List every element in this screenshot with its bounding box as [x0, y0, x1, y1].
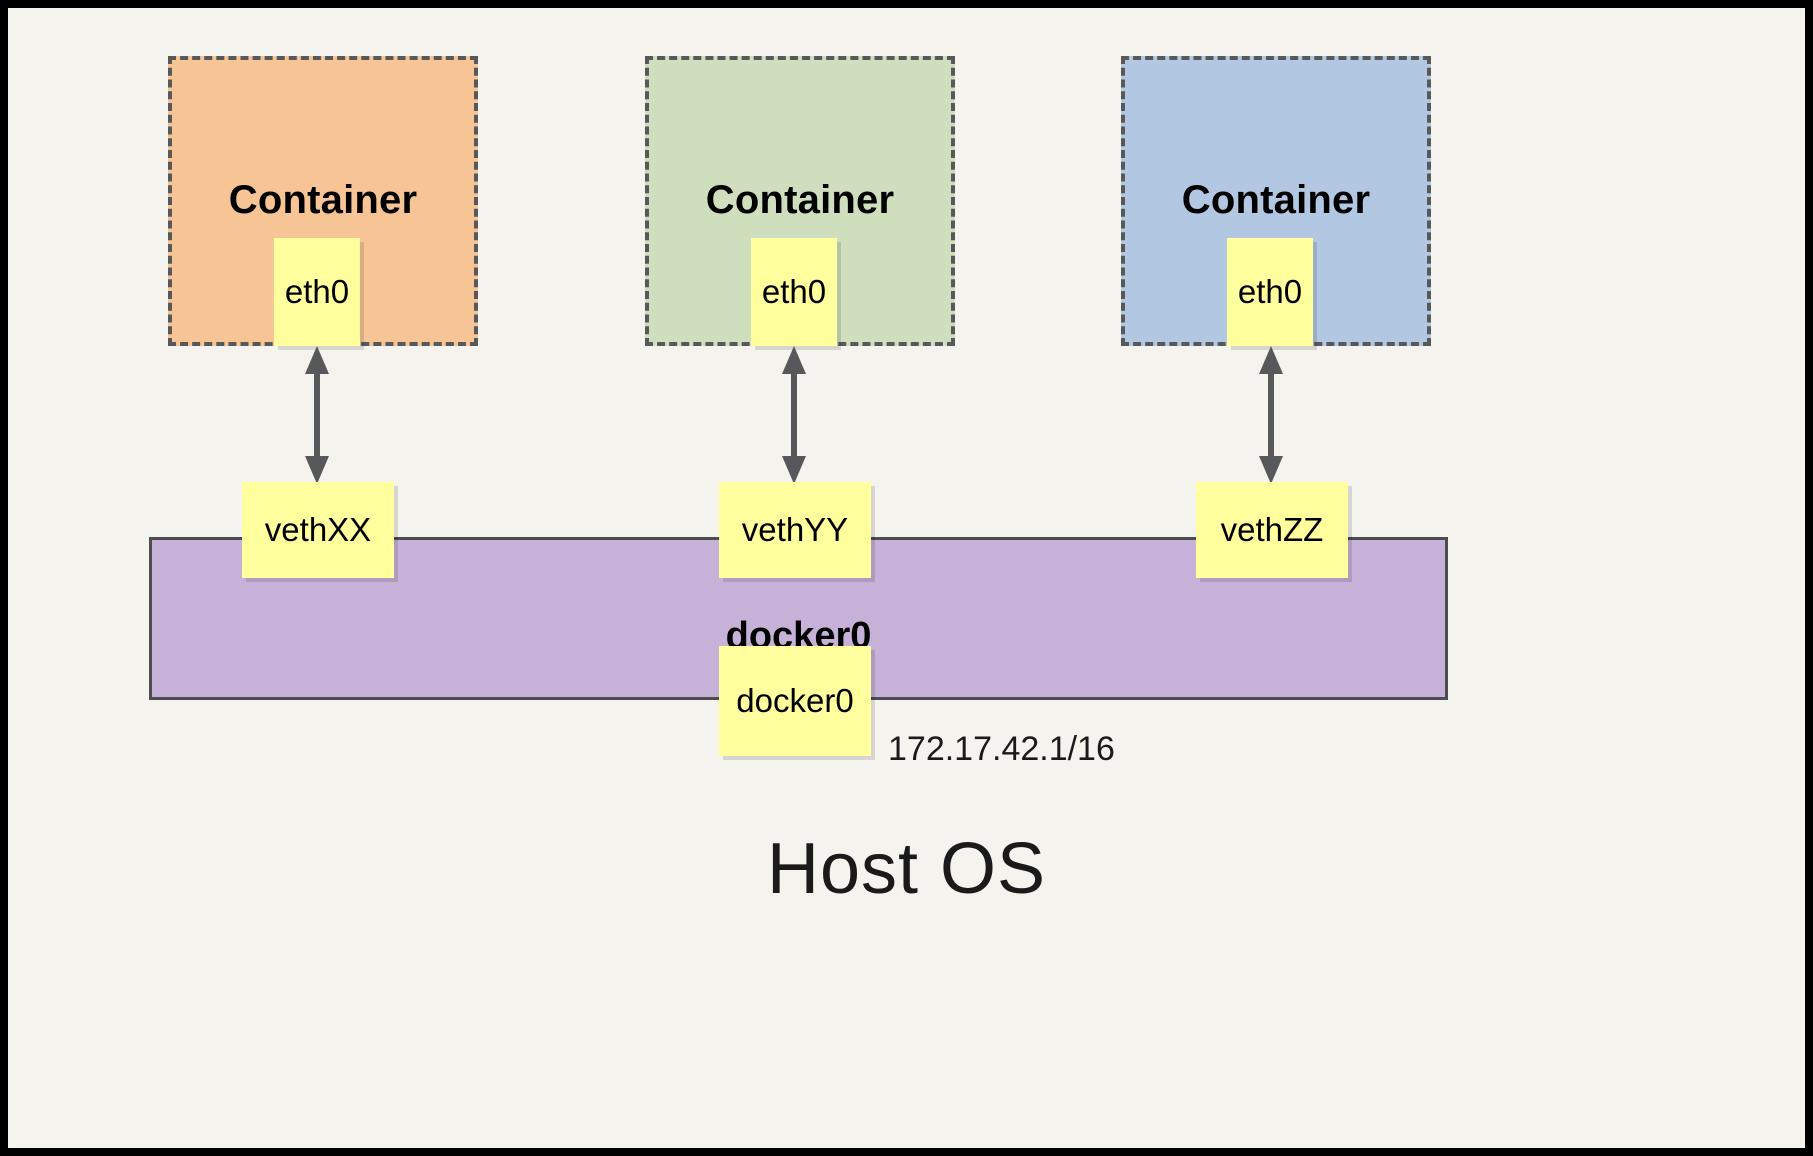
eth0-note-3: eth0 — [1227, 238, 1313, 346]
eth0-note-1: eth0 — [274, 238, 360, 346]
host-os-title: Host OS — [766, 829, 1047, 909]
veth-note-zz: vethZZ — [1196, 482, 1348, 578]
container-title-3: Container — [1181, 178, 1371, 222]
veth-note-xx: vethXX — [242, 482, 394, 578]
veth-note-zz-label: vethZZ — [1220, 511, 1324, 548]
container-title-1: Container — [228, 178, 418, 222]
veth-note-xx-label: vethXX — [264, 511, 372, 548]
eth0-note-label-3: eth0 — [1237, 273, 1303, 310]
docker0-interface-note: docker0 — [719, 646, 871, 756]
diagram-stage: Container eth0 Container eth0 Container … — [8, 8, 1805, 1148]
docker0-ip-label: 172.17.42.1/16 — [888, 730, 1115, 768]
container-title-2: Container — [705, 178, 895, 222]
veth-arrow-2 — [782, 346, 806, 484]
veth-note-yy-label: vethYY — [741, 511, 849, 548]
eth0-note-label-1: eth0 — [284, 273, 350, 310]
veth-arrow-3 — [1259, 346, 1283, 484]
eth0-note-2: eth0 — [751, 238, 837, 346]
docker0-interface-note-label: docker0 — [736, 682, 854, 719]
eth0-note-label-2: eth0 — [761, 273, 827, 310]
veth-arrow-1 — [305, 346, 329, 484]
veth-note-yy: vethYY — [719, 482, 871, 578]
